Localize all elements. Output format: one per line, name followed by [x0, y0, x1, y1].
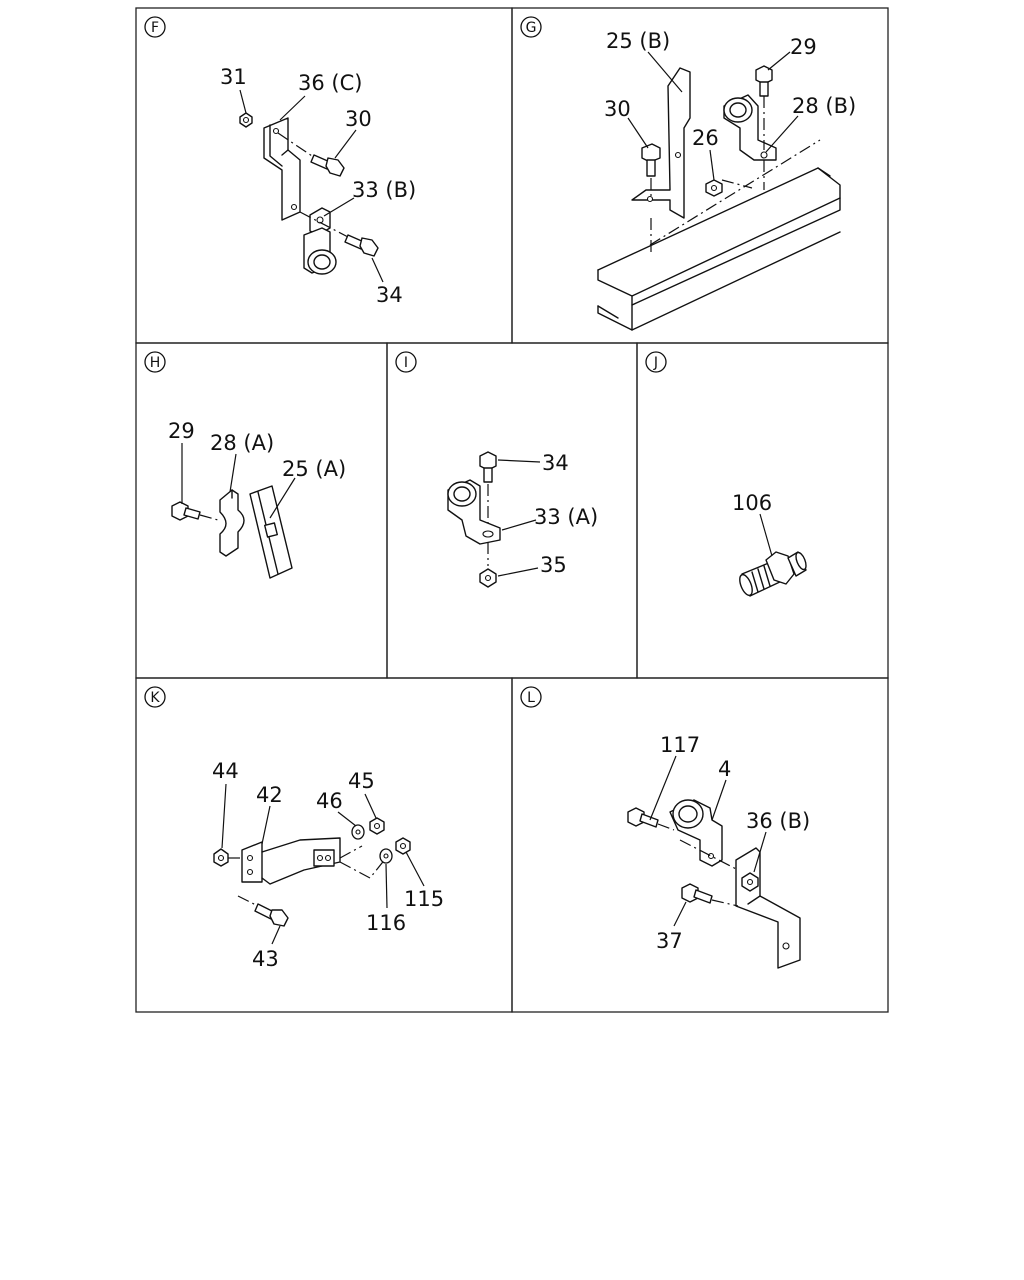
panel-f-drawing: 31 36 (C) 30 33 (B) 34: [220, 65, 416, 307]
panel-letter-j-text: J: [653, 355, 658, 371]
panel-letter-l: L: [520, 686, 542, 708]
callout-29: 29: [168, 419, 195, 443]
bolt-icon: [681, 883, 739, 907]
callout-25a: 25 (A): [282, 457, 346, 481]
callout-28b: 28 (B): [792, 94, 856, 118]
callout-106: 106: [732, 491, 772, 515]
pipe-clamp-icon: [219, 489, 245, 557]
panel-letter-g-text: G: [526, 20, 537, 36]
bolt-icon: [237, 895, 289, 927]
callout-30: 30: [345, 107, 372, 131]
nut-icon: [369, 817, 385, 835]
leader-lines: [497, 459, 541, 577]
panel-letter-f-text: F: [151, 20, 159, 36]
panel-letter-g: G: [520, 16, 542, 38]
callout-45: 45: [348, 769, 375, 793]
panel-frame-i: [386, 342, 638, 679]
bolt-icon: [755, 65, 773, 190]
nut-icon: [239, 112, 253, 128]
plate-icon: [249, 485, 293, 579]
panel-i-drawing: 34 33 (A) 35: [447, 451, 598, 588]
panel-g-drawing: 25 (B) 29 30 26 28 (B): [597, 29, 856, 331]
callout-33b: 33 (B): [352, 178, 416, 202]
bolt-icon: [627, 807, 675, 831]
callout-37: 37: [656, 929, 683, 953]
hose-fitting-icon: [739, 551, 807, 597]
callout-29: 29: [790, 35, 817, 59]
pipe-clip-icon: [303, 207, 337, 275]
frame-rail-icon: [597, 167, 841, 331]
leader-lines: [649, 755, 767, 927]
callout-36c: 36 (C): [298, 71, 362, 95]
panel-letter-f: F: [144, 16, 166, 38]
panel-frame-g: [511, 7, 889, 344]
bolt-icon: [171, 501, 219, 521]
leader-lines: [627, 51, 799, 181]
callout-34: 34: [542, 451, 569, 475]
bracket-icon: [735, 847, 801, 969]
callout-28a: 28 (A): [210, 431, 274, 455]
pipe-clamp-icon: [669, 799, 723, 867]
bolt-icon: [277, 132, 345, 177]
panel-h-drawing: 29 28 (A) 25 (A): [168, 419, 346, 579]
callout-31: 31: [220, 65, 247, 89]
bolt-icon: [641, 143, 661, 252]
callout-46: 46: [316, 789, 343, 813]
callout-34: 34: [376, 283, 403, 307]
leader-line: [759, 513, 773, 557]
panel-l-drawing: 117 4 36 (B) 37: [627, 733, 810, 969]
leader-lines: [181, 443, 296, 519]
centerline: [339, 845, 363, 859]
bolt-icon: [299, 211, 379, 257]
panel-j-drawing: 106: [732, 491, 807, 597]
callout-116: 116: [366, 911, 406, 935]
panel-frames: [135, 7, 889, 1013]
nut-icon: [479, 568, 497, 588]
callout-42: 42: [256, 783, 283, 807]
nut-icon: [705, 179, 723, 197]
bolt-icon: [479, 451, 497, 528]
callout-35: 35: [540, 553, 567, 577]
centerline: [721, 179, 753, 189]
bracket-icon: [631, 67, 691, 219]
panel-frame-l: [511, 677, 889, 1013]
callout-117: 117: [660, 733, 700, 757]
panel-letter-badges: F G H I J K L: [144, 16, 667, 708]
nut-icon: [395, 837, 411, 855]
callout-26: 26: [692, 126, 719, 150]
centerline: [679, 839, 743, 873]
panel-k-drawing: 44 42 46 45 43 116 115: [212, 759, 444, 971]
nut-icon: [213, 848, 229, 867]
leader-lines: [239, 89, 384, 283]
panel-letter-h: H: [144, 351, 166, 373]
panel-letter-h-text: H: [150, 355, 161, 371]
bracket-icon: [263, 117, 301, 221]
callout-43: 43: [252, 947, 279, 971]
centerline: [649, 139, 821, 246]
callout-30: 30: [604, 97, 631, 121]
callout-44: 44: [212, 759, 239, 783]
pipe-clip-icon: [447, 479, 501, 545]
washer-icon: [351, 824, 365, 840]
panel-letter-k: K: [144, 686, 166, 708]
callout-25b: 25 (B): [606, 29, 670, 53]
panel-letter-j: J: [645, 351, 667, 373]
panel-letter-k-text: K: [150, 690, 160, 706]
panel-letter-i-text: I: [404, 355, 408, 371]
panel-letter-i: I: [395, 351, 417, 373]
panel-letter-l-text: L: [527, 690, 535, 706]
bracket-icon: [241, 837, 341, 885]
callout-115: 115: [404, 887, 444, 911]
centerline: [339, 857, 387, 879]
washer-icon: [379, 848, 393, 864]
panel-frame-f: [135, 7, 513, 344]
callout-33a: 33 (A): [534, 505, 598, 529]
pipe-clamp-icon: [723, 94, 777, 161]
callout-36b: 36 (B): [746, 809, 810, 833]
callout-4: 4: [718, 757, 731, 781]
leader-lines: [221, 783, 425, 945]
